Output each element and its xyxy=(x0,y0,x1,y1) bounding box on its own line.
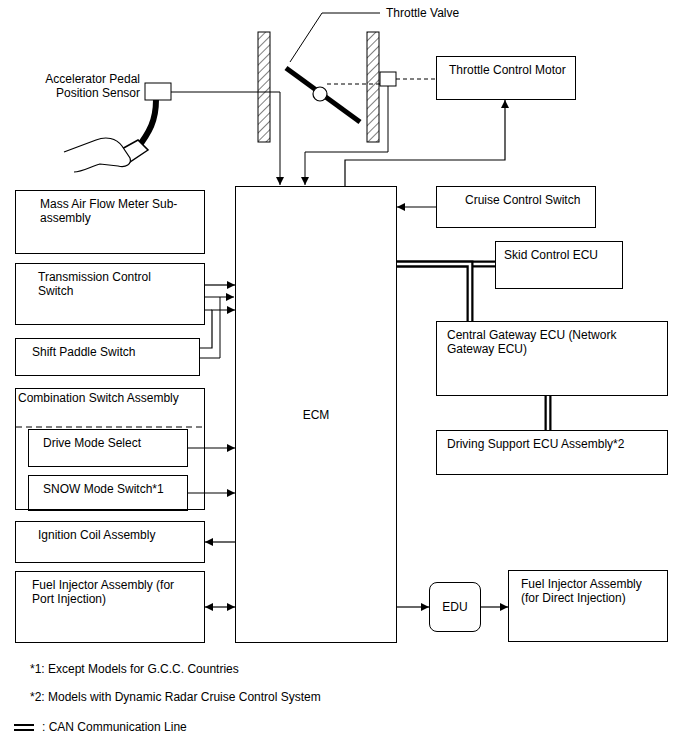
signal-arrow xyxy=(481,607,508,608)
component-box: Fuel Injector Assembly (for Port Injecti… xyxy=(15,571,205,643)
label-text: *1: Except Models for G.C.C. Countries xyxy=(30,662,430,676)
throttle-plate xyxy=(286,68,360,122)
signal-arrow xyxy=(205,541,235,542)
component-name: Skid Control ECU xyxy=(504,248,616,262)
foot xyxy=(64,138,130,172)
can-line xyxy=(397,264,470,321)
signal-arrow xyxy=(188,447,235,448)
signal-arrow xyxy=(345,100,505,186)
can-line xyxy=(397,264,470,321)
can-line xyxy=(397,264,470,321)
can-line xyxy=(545,396,552,430)
component-name: Ignition Coil Assembly xyxy=(38,528,198,542)
signal-arrow xyxy=(397,606,429,607)
component-box: Combination Switch AssemblyDrive Mode Se… xyxy=(15,388,205,510)
component-name: SNOW Mode Switch*1 xyxy=(43,482,181,496)
label-text: Throttle Valve xyxy=(386,6,506,20)
signal-arrow xyxy=(397,206,436,207)
legend-text: : CAN Communication Line xyxy=(42,720,187,734)
component-box: Ignition Coil Assembly xyxy=(15,521,205,563)
component-box: Fuel Injector Assembly (for Direct Injec… xyxy=(508,570,668,642)
component-box: EDU xyxy=(429,582,481,632)
component-name: Fuel Injector Assembly (for Direct Injec… xyxy=(521,577,661,605)
shaft-line xyxy=(327,84,380,85)
component-box: Central Gateway ECU (Network Gateway ECU… xyxy=(436,321,668,396)
signal-arrow xyxy=(397,607,429,608)
throttle-wall xyxy=(258,32,270,142)
component-name: Throttle Control Motor xyxy=(449,63,569,77)
motor-link xyxy=(396,79,436,80)
throttle-wall xyxy=(367,32,379,142)
component-box: Skid Control ECU xyxy=(495,241,623,289)
signal-arrow xyxy=(205,284,235,285)
component-box: SNOW Mode Switch*1 xyxy=(28,475,188,511)
component-box: Driving Support ECU Assembly*2 xyxy=(436,430,668,475)
component-name: Fuel Injector Assembly (for Port Injecti… xyxy=(32,578,182,606)
signal-arrow xyxy=(188,492,235,493)
component-name: EDU xyxy=(442,600,467,614)
signal-wire xyxy=(305,86,388,185)
component-name: Mass Air Flow Meter Sub-assembly xyxy=(40,197,180,225)
signal-arrow xyxy=(205,285,235,286)
component-name: Combination Switch Assembly xyxy=(18,391,200,405)
throttle-shaft xyxy=(313,87,327,101)
pedal-sensor xyxy=(145,83,171,100)
can-line xyxy=(547,396,550,430)
component-name: Shift Paddle Switch xyxy=(32,345,193,359)
can-line xyxy=(548,396,549,430)
dashed-divider xyxy=(16,427,204,428)
throttle-sensor xyxy=(380,72,396,86)
signal-arrow xyxy=(205,606,235,607)
signal-wire xyxy=(171,92,280,185)
component-box: Transmission Control Switch xyxy=(15,263,205,325)
component-box: Shift Paddle Switch xyxy=(15,338,200,376)
component-box: ECM xyxy=(235,186,397,643)
signal-arrow xyxy=(481,606,508,607)
signal-arrow xyxy=(397,207,436,208)
component-box: Throttle Control Motor xyxy=(436,56,576,100)
signal-wire xyxy=(205,310,212,311)
signal-arrow xyxy=(188,448,235,449)
component-name: Driving Support ECU Assembly*2 xyxy=(447,437,661,451)
label-text: Accelerator Pedal Position Sensor xyxy=(14,72,140,100)
label-text: *2: Models with Dynamic Radar Cruise Con… xyxy=(30,690,480,704)
component-name: Drive Mode Select xyxy=(43,436,181,450)
leader-line xyxy=(290,13,380,62)
component-name: ECM xyxy=(303,408,330,422)
component-name: Central Gateway ECU (Network Gateway ECU… xyxy=(447,328,647,356)
signal-arrow xyxy=(205,607,235,608)
component-box: Drive Mode Select xyxy=(28,429,188,467)
component-name: Transmission Control Switch xyxy=(38,270,178,298)
signal-arrow xyxy=(200,310,235,348)
signal-arrow xyxy=(345,100,505,186)
signal-arrow xyxy=(200,310,235,348)
component-box: Mass Air Flow Meter Sub-assembly xyxy=(15,190,205,254)
component-box: Cruise Control Switch xyxy=(436,186,596,228)
legend-swatch xyxy=(14,725,34,730)
signal-wire xyxy=(200,297,220,358)
signal-arrow xyxy=(205,542,235,543)
signal-arrow xyxy=(188,493,235,494)
component-name: Cruise Control Switch xyxy=(465,193,589,207)
